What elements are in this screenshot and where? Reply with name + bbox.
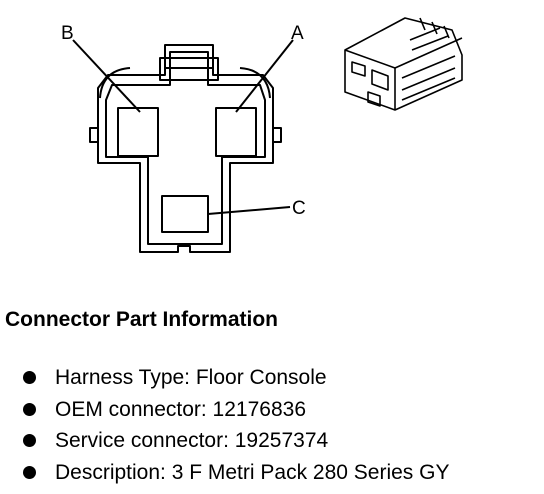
description-text: Description: 3 F Metri Pack 280 Series G…: [55, 460, 450, 484]
list-item: Harness Type: Floor Console: [0, 365, 449, 397]
connector-face-outline: [97, 44, 274, 253]
latch-arm-left: [99, 67, 131, 99]
harness-type-text: Harness Type: Floor Console: [55, 366, 327, 389]
pin-label-c: C: [292, 198, 306, 219]
cavity-b: [117, 107, 159, 157]
pin-label-b: B: [61, 23, 74, 44]
connector-inner-outline: [105, 51, 266, 245]
connector-latch: [159, 57, 219, 81]
bullet-icon: [23, 465, 36, 479]
bullet-icon: [23, 371, 36, 384]
side-tab-left: [89, 127, 99, 143]
pin-label-a: A: [291, 23, 304, 44]
service-connector-text: Service connector: 19257374: [55, 429, 329, 452]
leader-line-b: [72, 39, 141, 113]
info-list: Harness Type: Floor Console OEM connecto…: [0, 365, 449, 491]
connector-diagram: B A C: [61, 17, 463, 253]
list-item: Service connector: 19257374: [0, 428, 449, 460]
connector-isometric-view: [344, 17, 463, 111]
latch-arm-right: [239, 67, 271, 99]
list-item: Description: 3 F Metri Pack 280 Series G…: [0, 460, 449, 492]
leader-line-c: [207, 206, 291, 215]
side-tab-right: [272, 127, 282, 143]
cavity-c: [161, 195, 209, 233]
oem-connector-text: OEM connector: 12176836: [55, 397, 306, 421]
leader-line-a: [235, 39, 294, 113]
list-item: OEM connector: 12176836: [0, 397, 449, 429]
bullet-icon: [23, 434, 36, 447]
bullet-icon: [23, 402, 36, 416]
section-title: Connector Part Information: [5, 308, 279, 331]
cavity-a: [215, 107, 257, 157]
